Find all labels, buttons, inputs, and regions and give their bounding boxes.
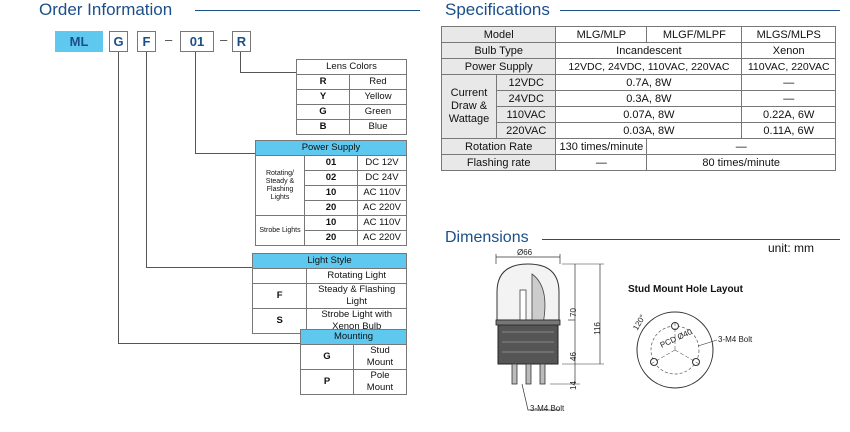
stud-bolt-label: 3-M4 Bolt <box>718 335 753 344</box>
mount-header: Mounting <box>300 329 407 345</box>
code-power: 01 <box>180 31 214 52</box>
lens-code: B <box>296 119 350 135</box>
mount-value: Stud Mount <box>353 344 407 370</box>
style-code: F <box>251 283 308 309</box>
power-value: DC 24V <box>357 170 407 186</box>
style-connector <box>146 52 253 268</box>
specs-title-rule <box>560 10 840 11</box>
lens-color: Blue <box>349 119 407 135</box>
power-code: 10 <box>304 185 358 201</box>
lens-code: G <box>296 104 350 120</box>
spec-power-b: 110VAC, 220VAC <box>741 58 836 75</box>
power-group-rotating: Rotating/ Steady & Flashing Lights <box>255 155 305 216</box>
power-group-strobe: Strobe Lights <box>255 215 305 246</box>
style-code: S <box>251 308 308 334</box>
power-value: AC 220V <box>357 230 407 246</box>
lens-color: Yellow <box>349 89 407 105</box>
code-dash: – <box>220 32 228 47</box>
power-value: AC 110V <box>357 215 407 231</box>
dim-116: 116 <box>592 322 602 335</box>
beacon-side-view-drawing <box>495 254 604 411</box>
power-code: 10 <box>304 215 358 231</box>
spec-flash-label: Flashing rate <box>440 154 557 171</box>
spec-current-voltage: 12VDC <box>495 74 557 91</box>
spec-current-b: 0.22A, 6W <box>741 106 836 123</box>
spec-current-voltage: 220VAC <box>495 122 557 139</box>
lens-code: R <box>296 74 350 90</box>
dim-14: 14 <box>568 381 578 390</box>
spec-current-a: 0.7A, 8W <box>555 74 743 91</box>
spec-current-voltage: 24VDC <box>495 90 557 107</box>
spec-rotation-a: 130 times/minute <box>555 138 648 155</box>
dim-46: 46 <box>568 352 578 361</box>
spec-model: MLGF/MLPF <box>646 26 743 43</box>
mount-code: P <box>300 369 354 395</box>
code-series: ML <box>55 31 103 52</box>
dim-bolt-label: 3-M4 Bolt <box>530 404 565 413</box>
mount-connector <box>118 52 301 344</box>
spec-rotation-b: — <box>646 138 836 155</box>
code-mounting: G <box>109 31 128 52</box>
stud-mount-title: Stud Mount Hole Layout <box>628 284 743 295</box>
spec-model-label: Model <box>440 26 557 43</box>
style-value: Rotating Light <box>306 268 407 284</box>
spec-current-b: 0.11A, 6W <box>741 122 836 139</box>
stud-mount-hole-drawing <box>636 311 718 389</box>
spec-current-b: — <box>741 90 836 107</box>
spec-current-label: Current Draw & Wattage <box>441 74 497 139</box>
spec-current-voltage: 110VAC <box>495 106 557 123</box>
lens-code: Y <box>296 89 350 105</box>
power-value: AC 220V <box>357 200 407 216</box>
spec-power-a: 12VDC, 24VDC, 110VAC, 220VAC <box>555 58 743 75</box>
power-value: DC 12V <box>357 155 407 171</box>
spec-current-b: — <box>741 74 836 91</box>
order-title-rule <box>195 10 420 11</box>
power-code: 02 <box>304 170 358 186</box>
power-value: AC 110V <box>357 185 407 201</box>
power-supply-table: Power Supply Rotating/ Steady & Flashing… <box>255 140 407 246</box>
power-code: 20 <box>304 230 358 246</box>
style-value: Steady & Flashing Light <box>306 283 407 309</box>
style-header: Light Style <box>252 253 407 269</box>
power-code: 01 <box>304 155 358 171</box>
dimensions-unit: unit: mm <box>768 241 815 255</box>
spec-model: MLG/MLP <box>555 26 648 43</box>
dim-70: 70 <box>568 308 578 317</box>
spec-model: MLGS/MLPS <box>741 26 836 43</box>
lens-color: Red <box>349 74 407 90</box>
spec-rotation-label: Rotation Rate <box>440 138 557 155</box>
spec-bulb-label: Bulb Type <box>440 42 557 59</box>
spec-current-a: 0.07A, 8W <box>555 106 743 123</box>
lens-color: Green <box>349 104 407 120</box>
mount-value: Pole Mount <box>353 369 407 395</box>
lens-header: Lens Colors <box>296 59 407 75</box>
style-code <box>251 268 308 284</box>
specifications-title: Specifications <box>445 0 550 19</box>
spec-flash-a: — <box>555 154 648 171</box>
dimensions-title-rule <box>542 239 840 240</box>
code-lens: R <box>232 31 251 52</box>
spec-bulb-xenon: Xenon <box>741 42 836 59</box>
power-header: Power Supply <box>255 140 407 156</box>
spec-bulb-incandescent: Incandescent <box>555 42 743 59</box>
order-info-title: Order Information <box>39 0 173 19</box>
mount-code: G <box>300 344 354 370</box>
power-code: 20 <box>304 200 358 216</box>
code-dash: – <box>165 32 173 47</box>
power-connector <box>195 52 256 154</box>
spec-flash-b: 80 times/minute <box>646 154 836 171</box>
spec-current-a: 0.03A, 8W <box>555 122 743 139</box>
spec-power-label: Power Supply <box>440 58 557 75</box>
code-light-style: F <box>137 31 156 52</box>
dimensions-title: Dimensions <box>445 229 529 246</box>
spec-current-a: 0.3A, 8W <box>555 90 743 107</box>
dim-diameter: Ø66 <box>517 248 533 257</box>
lens-connector <box>240 52 297 73</box>
specifications-table: Model MLG/MLP MLGF/MLPF MLGS/MLPS Bulb T… <box>440 26 836 171</box>
